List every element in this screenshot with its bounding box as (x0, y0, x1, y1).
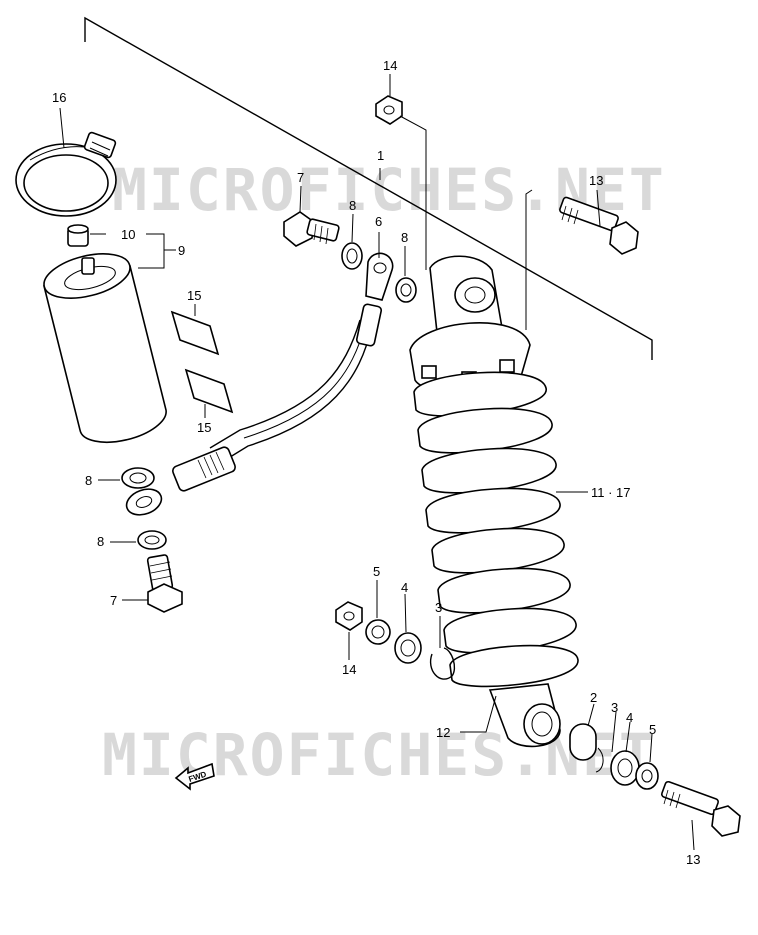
callout-13-upper: 13 (589, 173, 603, 188)
part-callouts: 1 2 3 3 4 4 5 5 6 7 7 8 8 8 8 9 10 11 · … (52, 58, 700, 867)
callout-5-upper: 5 (373, 564, 380, 579)
union-bolt-top (283, 211, 340, 247)
callout-4-upper: 4 (401, 580, 408, 595)
hose-clamp (15, 131, 117, 217)
callout-8-b: 8 (401, 230, 408, 245)
callout-8-d: 8 (97, 534, 104, 549)
upper-bolt (559, 196, 639, 255)
callout-4-lower: 4 (626, 710, 633, 725)
callout-1: 1 (377, 148, 384, 163)
callout-16: 16 (52, 90, 66, 105)
callout-2: 2 (590, 690, 597, 705)
callout-9: 9 (178, 243, 185, 258)
shock-top-mount (409, 255, 531, 393)
assembly-bracket (84, 16, 653, 360)
callout-3-lower: 3 (611, 700, 618, 715)
caution-labels (170, 310, 234, 414)
callout-7-lower: 7 (110, 593, 117, 608)
callout-8-a: 8 (349, 198, 356, 213)
callout-14-lower: 14 (342, 662, 356, 677)
gasket-washers (121, 242, 417, 550)
callout-13-lower: 13 (686, 852, 700, 867)
callout-12: 12 (436, 725, 450, 740)
fwd-arrow: FWD (174, 762, 215, 791)
leader-lines (59, 74, 695, 851)
hose-end-fitting (125, 446, 236, 516)
shock-spring (413, 371, 579, 688)
callout-11-17: 11 · 17 (591, 485, 631, 500)
callout-8-c: 8 (85, 473, 92, 488)
callout-15-lower: 15 (197, 420, 211, 435)
callout-7-upper: 7 (297, 170, 304, 185)
callout-14-upper: 14 (383, 58, 397, 73)
upper-mount-hardware (335, 601, 456, 680)
callout-6: 6 (375, 214, 382, 229)
top-nut (375, 95, 403, 125)
callout-10: 10 (121, 227, 135, 242)
callout-5-lower: 5 (649, 722, 656, 737)
shock-lower-eye (488, 683, 561, 748)
callout-3-upper: 3 (435, 600, 442, 615)
hose-assembly (125, 252, 394, 516)
callout-15-upper: 15 (187, 288, 201, 303)
union-bolt-bottom (146, 554, 183, 613)
reservoir (43, 253, 167, 444)
lower-bolt (660, 780, 741, 837)
valve-cap (67, 224, 89, 247)
lower-mount-hardware (569, 723, 659, 790)
